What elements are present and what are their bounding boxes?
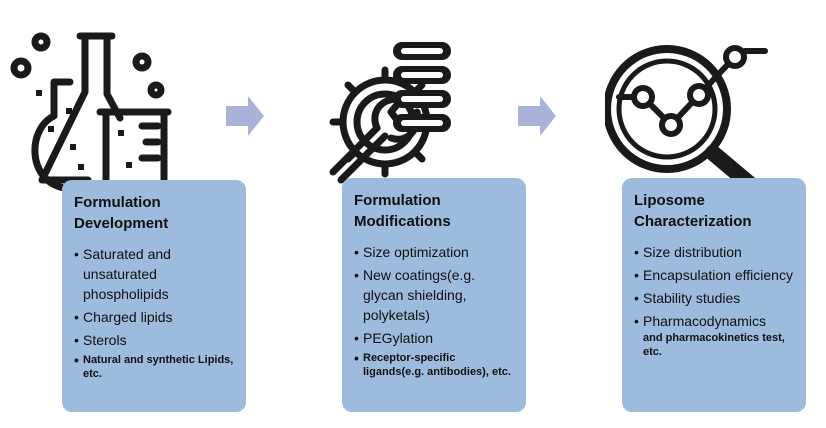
list-item: Size optimization [354,242,514,262]
gear-wrench-icon [329,42,451,184]
step-card-liposome-characterization: Liposome Characterization Size distribut… [622,178,806,412]
list-item-text: Pharmacodynamics [643,313,766,329]
list-item: Charged lipids [74,307,234,327]
step-title: Formulation Modifications [354,192,451,230]
list-item: Saturated and unsaturated phospholipids [74,244,234,304]
step-card-formulation-modifications: Formulation Modifications Size optimizat… [342,178,526,412]
list-item: Size distribution [634,242,794,262]
list-item: Encapsulation efficiency [634,265,794,285]
list-item: Sterols [74,330,234,350]
lab-flask-icon [10,32,172,195]
list-item: Receptor-specific ligands(e.g. antibodie… [354,351,514,379]
arrow-right-icon [226,96,264,136]
list-item: New coatings(e.g. glycan shielding, poly… [354,265,514,325]
magnifier-chart-icon [605,45,768,193]
step-title: Liposome Characterization [634,192,752,230]
arrow-right-icon [518,96,556,136]
step-title: Formulation Development [74,194,169,232]
step-items: Size distribution Encapsulation efficien… [634,242,794,359]
step-items: Saturated and unsaturated phospholipids … [74,244,234,381]
step-items: Size optimization New coatings(e.g. glyc… [354,242,514,379]
list-item: PEGylation [354,328,514,348]
list-item: Pharmacodynamics and pharmacokinetics tes… [634,311,794,359]
list-item-subtext: and pharmacokinetics test, etc. [643,332,785,358]
list-item: Natural and synthetic Lipids, etc. [74,353,234,381]
list-item: Stability studies [634,288,794,308]
step-card-formulation-development: Formulation Development Saturated and un… [62,180,246,412]
